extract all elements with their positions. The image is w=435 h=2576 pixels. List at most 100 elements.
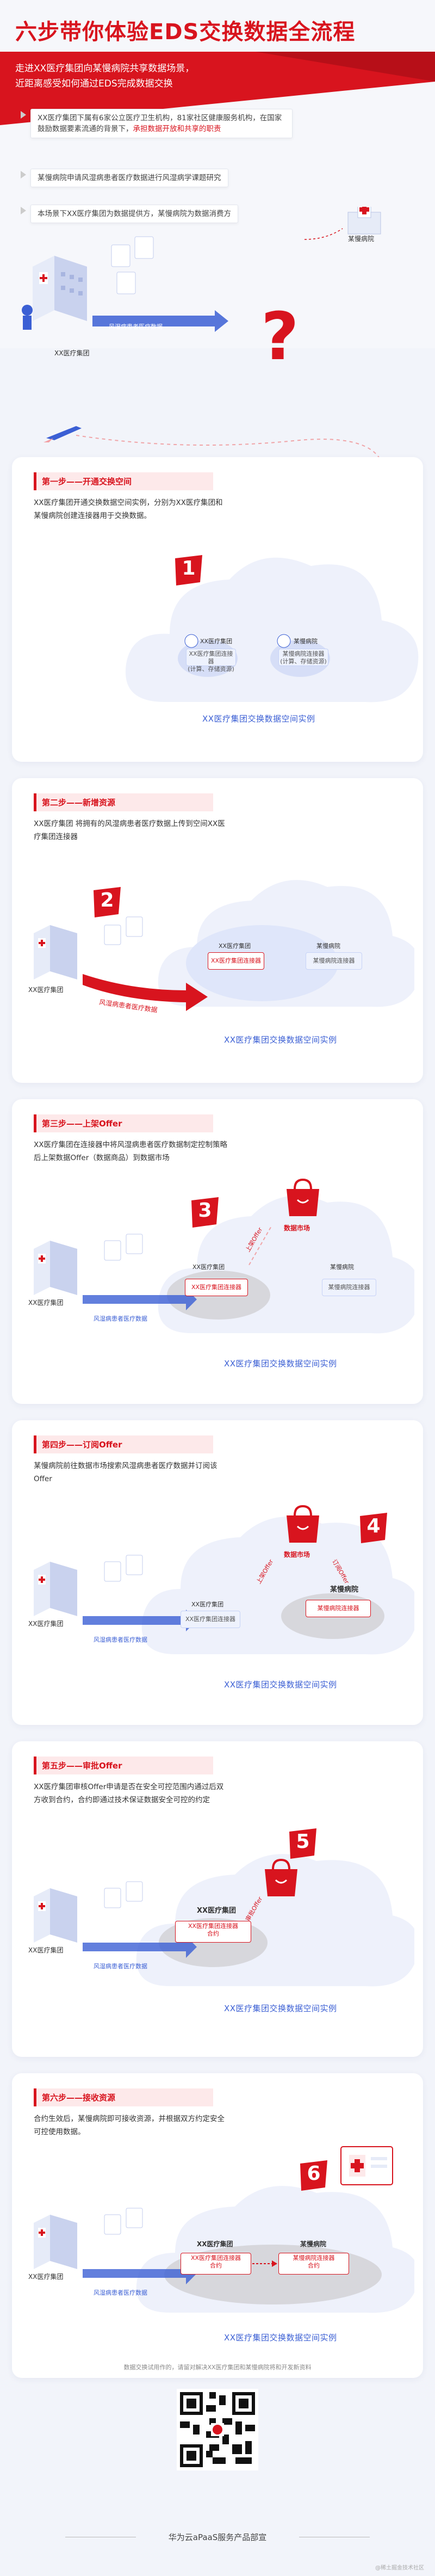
step-6-desc: 合约生效后，某慢病院即可接收资源，并根据双方约定安全可控使用数据。	[34, 2115, 225, 2136]
step-5-number: 5	[296, 1831, 310, 1853]
step-3-connector-a: XX医疗集团连接器	[185, 1279, 248, 1296]
step-4-connector-b: 某慢病院连接器	[306, 1600, 371, 1617]
step-5-connector-a: XX医疗集团连接器 合约	[175, 1921, 251, 1943]
step-5-connector-a-name: XX医疗集团	[197, 1907, 237, 1915]
step-4-connector-a: XX医疗集团连接器	[181, 1611, 240, 1628]
data-market-bag-icon	[287, 1178, 319, 1216]
bullet-text: XX医疗集团下属有6家公立医疗卫生机构，81家社区健康服务机构，在国家鼓励数据要…	[38, 114, 282, 133]
step-3-connector-b: 某慢病院连接器	[322, 1279, 376, 1296]
step-4-card: 第四步——订阅Offer 某慢病院前往数据市场搜索风湿病患者医疗数据并订阅该Of…	[12, 1420, 423, 1725]
step-2-cloud-caption: XX医疗集团交换数据空间实例	[224, 1035, 337, 1045]
step-3-card: 第三步——上架Offer XX医疗集团在连接器中将风湿病患者医疗数据制定控制策略…	[12, 1099, 423, 1404]
step-4-desc: 某慢病院前往数据市场搜索风湿病患者医疗数据并订阅该Offer	[34, 1462, 217, 1483]
step-3-number: 3	[198, 1199, 212, 1222]
medical-group-buildings-icon	[34, 2215, 77, 2269]
document-icons	[111, 236, 154, 294]
page-title: 六步带你体验EDS交换数据全流程	[15, 20, 356, 45]
step-5-card: 第五步——审批Offer XX医疗集团审核Offer申请是否在安全可控范围内通过…	[12, 1741, 423, 2057]
step-1-title: 第一步——开通交换空间	[34, 472, 213, 490]
step-1-desc: XX医疗集团开通交换数据空间实例，分别为XX医疗集团和某慢病院创建连接器用于交换…	[34, 498, 223, 520]
step-4-cloud-caption: XX医疗集团交换数据空间实例	[224, 1680, 337, 1690]
step-5-desc: XX医疗集团审核Offer申请是否在安全可控范围内通过后双方收到合约，合约即通过…	[34, 1783, 224, 1804]
step-4-number-badge: 4	[360, 1513, 387, 1543]
step-2-title: 第二步——新增资源	[34, 793, 213, 811]
bullet-1: XX医疗集团下属有6家公立医疗卫生机构，81家社区健康服务机构，在国家鼓励数据要…	[21, 109, 293, 138]
step-2-connector-a: XX医疗集团连接器	[208, 952, 264, 970]
step-5-group-label: XX医疗集团	[28, 1946, 64, 1954]
step-3-number-badge: 3	[191, 1197, 219, 1228]
step-3-connector-b-name: 某慢病院	[330, 1264, 354, 1271]
question-mark: ?	[261, 299, 299, 375]
step-6-connector-a: XX医疗集团连接器 合约	[181, 2253, 251, 2275]
step-2-desc: XX医疗集团 将拥有的风湿病患者医疗数据上传到空间XX医疗集团连接器	[34, 819, 225, 841]
step-1-connector-b: 某慢病院连接器 (计算、存储资源)	[278, 649, 328, 666]
data-market-bag-icon	[287, 1505, 319, 1543]
bullet-text: 某慢病院申请风湿病患者医疗数据进行风湿病学课题研究	[38, 174, 221, 182]
hero-group-label: XX医疗集团	[54, 349, 90, 357]
step-2-group-label: XX医疗集团	[28, 986, 64, 994]
hero-section: 六步带你体验EDS交换数据全流程 走进XX医疗集团向某慢病院共享数据场景， 近距…	[0, 0, 435, 357]
intro-line-1: 走进XX医疗集团向某慢病院共享数据场景，	[15, 63, 195, 74]
step-2-number: 2	[100, 889, 114, 911]
step-4-group-label: XX医疗集团	[28, 1620, 64, 1628]
bullet-highlight: 承担数据开放和共享的职责	[133, 125, 221, 133]
step-4-connector-b-name: 某慢病院	[330, 1586, 359, 1594]
hero-hospital-label: 某慢病院	[348, 235, 375, 243]
medical-group-buildings-icon	[34, 1888, 77, 1943]
hospital-building-icon	[347, 207, 381, 235]
step-3-arrow-label: 风湿病患者医疗数据	[94, 1315, 147, 1322]
step-2-number-badge: 2	[94, 887, 121, 917]
bullet-box: 某慢病院申请风湿病患者医疗数据进行风湿病学课题研究	[30, 169, 228, 187]
step-6-cloud-caption: XX医疗集团交换数据空间实例	[224, 2333, 337, 2343]
medical-group-buildings-icon	[22, 256, 87, 330]
step-6-card: 第六步——接收资源 合约生效后，某慢病院即可接收资源，并根据双方约定安全可控使用…	[12, 2073, 423, 2378]
hero-scene-illustration	[22, 207, 381, 332]
step-5-arrow-label: 风湿病患者医疗数据	[94, 1963, 147, 1970]
transfer-arrow-icon	[252, 2260, 277, 2267]
step-4-number: 4	[366, 1515, 381, 1537]
bullet-box: 本场景下XX医疗集团为数据提供方，某慢病院为数据消费方	[30, 205, 238, 223]
qr-code-icon	[177, 2389, 258, 2470]
step-1-card: 第一步——开通交换空间 XX医疗集团开通交换数据空间实例，分别为XX医疗集团和某…	[12, 457, 423, 762]
bullet-arrow-icon	[21, 111, 26, 119]
bullet-arrow-icon	[21, 207, 26, 214]
step-4-title: 第四步——订阅Offer	[34, 1435, 213, 1453]
step-3-desc: XX医疗集团在连接器中将风湿病患者医疗数据制定控制策略后上架数据Offer（数据…	[34, 1141, 227, 1162]
bullet-arrow-icon	[21, 171, 26, 178]
step-1-cloud-caption: XX医疗集团交换数据空间实例	[202, 714, 315, 724]
step-1-connector-a: XX医疗集团连接器 (计算、存储资源)	[186, 649, 236, 673]
medical-group-buildings-icon	[34, 1241, 77, 1295]
step-2-connector-b: 某慢病院连接器	[306, 952, 362, 970]
step-3-connector-a-name: XX医疗集团	[192, 1264, 225, 1271]
step-1-number-badge: 1	[175, 555, 202, 586]
step-6-connector-b: 某慢病院连接器 合约	[278, 2253, 349, 2275]
step-6-arrow-label: 风湿病患者医疗数据	[94, 2289, 147, 2296]
step-4-connector-a-name: XX医疗集团	[191, 1601, 224, 1608]
step-2-illustration	[34, 916, 208, 1011]
bullet-text: 本场景下XX医疗集团为数据提供方，某慢病院为数据消费方	[38, 209, 231, 218]
step-2-connector-a-name: XX医疗集团	[219, 942, 251, 950]
footer-credit: 华为云aPaaS服务产品部宣	[168, 2532, 267, 2542]
medical-group-buildings-icon	[34, 925, 77, 979]
hospital-screen-icon	[340, 2146, 393, 2185]
step-6-number: 6	[307, 2162, 321, 2185]
hero-arrow-label: 风湿病患者医疗数据	[109, 323, 163, 330]
intro-line-2: 近距离感受如何通过EDS完成数据交换	[15, 78, 173, 89]
rocket-icon	[44, 426, 82, 442]
step-6-connector-a-name: XX医疗集团	[197, 2240, 233, 2248]
hero-intro: 走进XX医疗集团向某慢病院共享数据场景， 近距离感受如何通过EDS完成数据交换	[15, 61, 363, 91]
step-1-number: 1	[182, 557, 196, 580]
footnote: 数据交换试用作的，请留对解决XX医疗集团和某慢病院将和开发新资料	[123, 2364, 312, 2371]
step-3-illustration	[34, 1234, 197, 1310]
medical-group-buildings-icon	[34, 1562, 77, 1616]
step-3-title: 第三步——上架Offer	[34, 1114, 213, 1132]
watermark: @稀土掘金技术社区	[375, 2565, 424, 2571]
step-5-cloud-caption: XX医疗集团交换数据空间实例	[224, 2004, 337, 2013]
step-5-title: 第五步——审批Offer	[34, 1757, 213, 1774]
step-3-group-label: XX医疗集团	[28, 1299, 64, 1307]
step-3-market-label: 数据市场	[284, 1224, 310, 1232]
data-market-bag-icon	[265, 1858, 297, 1896]
step-6-number-badge: 6	[300, 2160, 327, 2191]
step-2-card: 第二步——新增资源 XX医疗集团 将拥有的风湿病患者医疗数据上传到空间XX医疗集…	[12, 778, 423, 1083]
step-1-connector-a-name: XX医疗集团	[200, 638, 233, 645]
